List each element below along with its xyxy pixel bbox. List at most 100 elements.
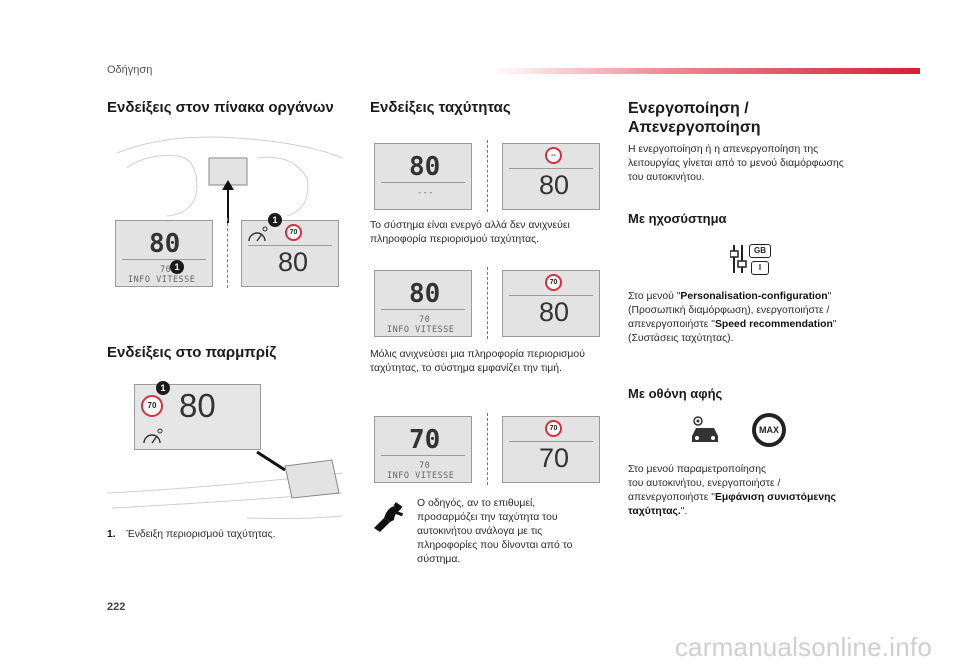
text-span: " [832, 319, 837, 330]
separator [509, 295, 593, 296]
cluster-speed-large: 80 [278, 247, 309, 277]
option-name-bold: ταχύτητας. [628, 506, 681, 517]
separator [122, 259, 206, 260]
separator [248, 245, 332, 246]
cluster-limit: 70 [160, 265, 172, 275]
driver-hand-icon [374, 502, 404, 532]
text-line: ταχύτητας, το σύστημα εμφανίζει την τιμή… [370, 363, 562, 374]
text-line: αυτοκινήτου ανάλογα με τις [417, 526, 543, 537]
col2-title: Ενδείξεις ταχύτητας [370, 99, 511, 116]
col1-title2: Ενδείξεις στο παρμπρίζ [107, 344, 277, 361]
max-label: MAX [755, 416, 783, 444]
text-line: απενεργοποιήστε "Speed recommendation" [628, 318, 888, 332]
sliders-icon [730, 245, 747, 273]
car-settings-icon [692, 416, 718, 442]
text-span: απενεργοποιήστε " [628, 319, 715, 330]
callout-badge-1: 1 [170, 260, 184, 274]
col3-text-a: Στο μενού "Personalisation-configuration… [628, 290, 888, 346]
divider-dashed [487, 140, 488, 212]
row3-right-screen: 70 70 [502, 416, 600, 483]
cluster-info-text: INFO VITESSE [128, 275, 196, 285]
text-span: Στο μενού " [628, 291, 681, 302]
row2-right-screen: 70 80 [502, 270, 600, 337]
row3-left-screen: 70 70 INFO VITESSE [374, 416, 472, 483]
hud-speed-limit-sign: 70 [141, 395, 163, 417]
row3-right-sign: 70 [545, 420, 562, 437]
col1-title: Ενδείξεις στον πίνακα οργάνων [107, 99, 334, 116]
row2-left-screen: 80 70 INFO VITESSE [374, 270, 472, 337]
separator [509, 168, 593, 169]
divider-dashed [487, 413, 488, 485]
text-line: Στο μενού "Personalisation-configuration… [628, 290, 888, 304]
row1-left-speed: 80 [409, 152, 441, 182]
row1-right-speed: 80 [539, 170, 570, 200]
text-line: προσαρμόζει την ταχύτητα του [417, 512, 558, 523]
row1-left-limit: --- [417, 188, 434, 198]
text-line: απενεργοποιήστε "Εμφάνιση συνιστόμενης [628, 491, 888, 505]
text-line: πληροφορία περιορισμού ταχύτητας. [370, 234, 540, 245]
hud-screen: 70 80 [134, 384, 261, 450]
hud-speed: 80 [179, 387, 216, 424]
text-line: λειτουργίας γίνεται από το μενού διαμόρφ… [628, 158, 844, 169]
text-line: του αυτοκινήτου, ενεργοποιήστε / [628, 478, 781, 489]
watermark: carmanualsonline.info [674, 632, 932, 662]
subheading-audio: Με ηχοσύστημα [628, 211, 727, 226]
dashboard-illustration [116, 136, 343, 223]
col3-text-b: Στο μενού παραμετροποίησης του αυτοκινήτ… [628, 463, 888, 519]
divider-dashed [227, 218, 228, 288]
menu-name-bold: Personalisation-configuration [680, 291, 828, 302]
row3-left-limit: 70 [419, 461, 431, 471]
header-accent-bar [490, 68, 920, 74]
separator [509, 441, 593, 442]
text-line: (Προσωπική διαμόρφωση), ενεργοποιήστε / [628, 305, 830, 316]
col3-intro: Η ενεργοποίηση ή η απενεργοποίηση της λε… [628, 143, 844, 185]
col3-title-line1: Ενεργοποίηση / [628, 100, 749, 117]
option-name-bold: Εμφάνιση συνιστόμενης [715, 492, 836, 503]
row2-right-sign: 70 [545, 274, 562, 291]
row2-left-limit: 70 [419, 315, 431, 325]
section-label: Οδήγηση [107, 64, 153, 76]
hud-speedometer-icon [143, 428, 163, 444]
row3-left-info: INFO VITESSE [387, 471, 455, 481]
text-line: Μόλις ανιχνεύσει μια πληροφορία περιορισ… [370, 349, 585, 360]
text-line: Ο οδηγός, αν το επιθυμεί, [417, 498, 536, 509]
option-name-bold: Speed recommendation [715, 319, 833, 330]
row1-text: Το σύστημα είναι ενεργό αλλά δεν ανιχνεύ… [370, 219, 570, 247]
text-span: " [827, 291, 832, 302]
windshield-illustration [107, 450, 343, 520]
row1-right-screen: -- 80 [502, 143, 600, 210]
page-number: 222 [107, 601, 126, 613]
max-speed-icon: MAX [752, 413, 786, 447]
callout-badge-hud: 1 [156, 381, 170, 395]
text-span: απενεργοποιήστε " [628, 492, 715, 503]
cluster-screen-sign: 70 80 [241, 220, 339, 287]
col3-title-line2: Απενεργοποίηση [628, 119, 761, 136]
text-line: σύστημα. [417, 554, 461, 565]
text-line: Το σύστημα είναι ενεργό αλλά δεν ανιχνεύ… [370, 220, 570, 231]
col3-title: Ενεργοποίηση / Απενεργοποίηση [628, 99, 888, 137]
row2-left-speed: 80 [409, 279, 441, 309]
text-line: ταχύτητας.". [628, 505, 888, 519]
callout-badge-1b: 1 [268, 213, 282, 227]
row2-left-info: INFO VITESSE [387, 325, 455, 335]
row1-right-sign: -- [545, 147, 562, 164]
separator [381, 309, 465, 310]
text-line: του αυτοκινήτου. [628, 172, 705, 183]
row3-text: Ο οδηγός, αν το επιθυμεί, προσαρμόζει τη… [417, 497, 572, 567]
caption-number: 1. [107, 529, 116, 540]
text-line: πληροφορίες που δίνονται από το [417, 540, 573, 551]
text-span: ". [680, 506, 688, 517]
row2-right-speed: 80 [539, 297, 570, 327]
caption-text: Ένδειξη περιορισμού ταχύτητας. [126, 529, 276, 540]
divider-dashed [487, 267, 488, 339]
row3-right-speed: 70 [539, 443, 570, 473]
row2-text: Μόλις ανιχνεύσει μια πληροφορία περιορισ… [370, 348, 585, 376]
caption: 1. Ένδειξη περιορισμού ταχύτητας. [107, 528, 276, 542]
text-line: Στο μενού παραμετροποίησης [628, 464, 767, 475]
speed-limit-sign: 70 [285, 224, 302, 241]
language-i-tag: I [751, 261, 769, 275]
cluster-speed: 80 [149, 229, 181, 259]
separator [381, 182, 465, 183]
language-gb-tag: GB [749, 244, 771, 258]
text-line: Η ενεργοποίηση ή η απενεργοποίηση της [628, 144, 819, 155]
